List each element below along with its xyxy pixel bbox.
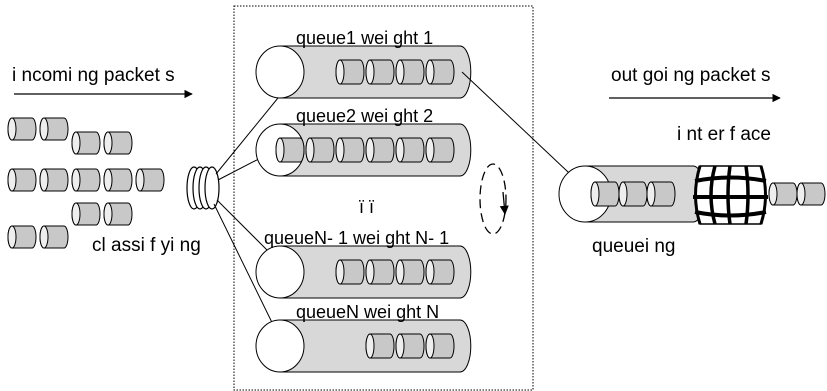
queue-3-tube	[255, 245, 472, 299]
queue-group: queue1 wei ght 1 queue2 wei ght 2 queueN- …	[255, 28, 472, 373]
queue-packet-icon	[365, 259, 395, 285]
incoming-packet-icon	[71, 202, 101, 226]
output-queue	[558, 165, 706, 223]
interface-label: i nt er f ace	[677, 124, 771, 145]
queue-packet-icon	[425, 137, 455, 163]
queue-packet-icon	[335, 137, 365, 163]
incoming-packet-icon	[103, 168, 133, 192]
incoming-packet-icon	[39, 168, 69, 192]
output-packet-icon	[590, 181, 620, 207]
queue-2-tube	[255, 123, 472, 177]
incoming-packet-icon	[39, 225, 69, 249]
queue-packet-icon	[365, 333, 395, 359]
queue-packet-icon	[305, 137, 335, 163]
incoming-packet-icon	[135, 168, 165, 192]
incoming-packet-icon	[7, 225, 37, 249]
queue-packet-icon	[425, 259, 455, 285]
output-packet-icon	[646, 181, 676, 207]
incoming-packet-icon	[39, 117, 69, 141]
queue-packet-icon	[425, 333, 455, 359]
queue-4-label: queueN wei ght N	[296, 302, 439, 322]
queue-packet-icon	[365, 59, 395, 85]
classifier-arrows	[213, 81, 292, 346]
queue1-to-output-arrow	[461, 71, 586, 189]
classifier-icon	[186, 166, 220, 210]
outgoing-packet-icon	[796, 182, 826, 206]
outgoing-packets-label: out goi ng packet s	[611, 65, 771, 86]
incoming-packet-icon	[7, 168, 37, 192]
incoming-packet-icon	[103, 202, 133, 226]
outgoing-packet-cluster	[768, 182, 826, 206]
output-packet-icon	[618, 181, 648, 207]
queue-packet-icon	[335, 59, 365, 85]
queue-2-label: queue2 wei ght 2	[296, 106, 433, 126]
interface-barrel-icon	[693, 165, 768, 225]
queue-1-label: queue1 wei ght 1	[296, 28, 433, 48]
queue-1-tube	[255, 45, 472, 99]
incoming-packet-icon	[71, 131, 101, 155]
incoming-packet-icon	[7, 117, 37, 141]
incoming-packet-cluster	[7, 117, 165, 249]
queue-3-label: queueN- 1 wei ght N- 1	[264, 228, 449, 248]
queue-packet-icon	[275, 137, 305, 163]
incoming-packet-icon	[71, 168, 101, 192]
scheduler-box	[233, 5, 534, 391]
incoming-packet-icon	[103, 131, 133, 155]
queue-packet-icon	[425, 59, 455, 85]
output-queue-tube	[558, 165, 706, 223]
round-robin-cycle-icon	[479, 163, 509, 235]
queue-packet-icon	[335, 259, 365, 285]
outgoing-packet-icon	[768, 182, 798, 206]
queue-packet-icon	[395, 137, 425, 163]
queue-4-tube	[255, 319, 472, 373]
classifying-label: cl assi f yi ng	[92, 235, 201, 256]
queue-packet-icon	[395, 59, 425, 85]
incoming-packets-label: i ncomi ng packet s	[12, 65, 175, 86]
queue-packet-icon	[395, 333, 425, 359]
queue-packet-icon	[365, 137, 395, 163]
queue-packet-icon	[395, 259, 425, 285]
queue-ellipsis: ï ï	[359, 197, 374, 217]
queueing-label: queuei ng	[592, 236, 675, 257]
